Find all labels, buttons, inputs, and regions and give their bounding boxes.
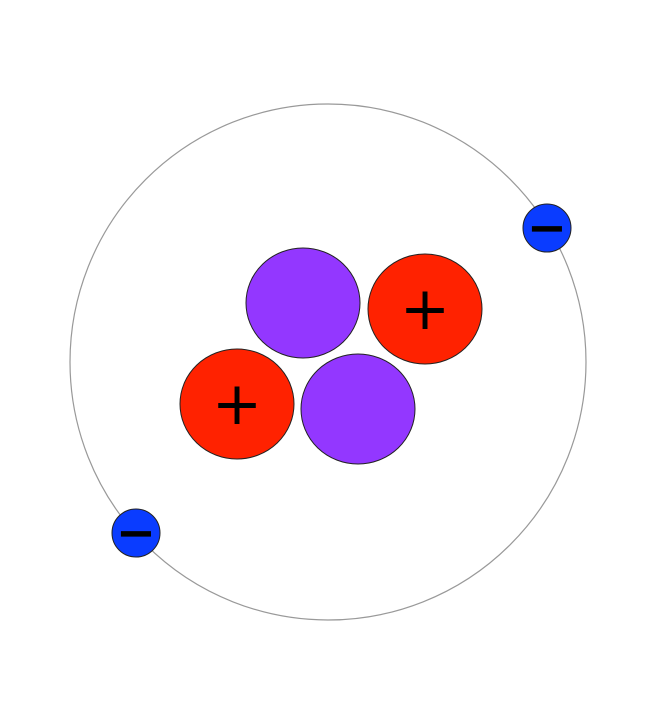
neutron-body <box>245 247 361 359</box>
negative-charge-sign: − <box>527 200 567 256</box>
neutron-bottom <box>300 353 416 465</box>
electron-body <box>522 203 572 253</box>
proton-bottom-left: + <box>179 348 295 460</box>
positive-charge-sign: + <box>212 369 262 439</box>
proton-body <box>179 348 295 460</box>
negative-charge-sign: − <box>116 505 156 561</box>
electron-orbit <box>69 103 587 621</box>
proton-body <box>367 253 483 365</box>
electron-body <box>111 508 161 558</box>
neutron-body <box>300 353 416 465</box>
electron-bottom-left: − <box>111 505 161 561</box>
positive-charge-sign: + <box>400 274 450 344</box>
neutron-top <box>245 247 361 359</box>
electron-top-right: − <box>522 200 572 256</box>
proton-top-right: + <box>367 253 483 365</box>
